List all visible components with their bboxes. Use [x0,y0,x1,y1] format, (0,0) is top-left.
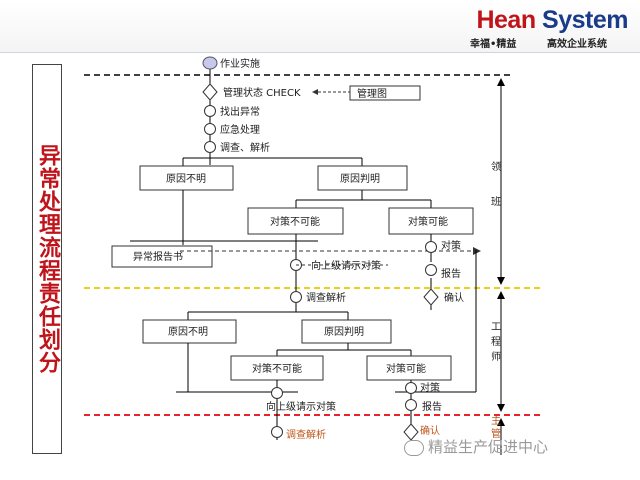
watermark-icon [404,440,424,456]
investigate-node [204,141,216,153]
investigate-node-3 [271,426,283,438]
ask-upper-node-2 [271,387,283,399]
mgmt-arrow [312,89,318,95]
header-divider [0,52,640,53]
mgmt-chart-label: 管理图 [357,87,387,100]
logo-part1: Hean [476,6,536,34]
cause-unknown-label-1: 原因不明 [166,173,206,185]
role-arrow-head [497,277,505,285]
role-label-1: 领 [491,160,501,173]
cm-possible-label-2: 对策可能 [386,362,426,375]
mgmt-chart-box [349,85,421,101]
report-arrow-head [473,247,481,255]
find-node [204,105,216,117]
role-label-4: 程 [491,336,501,348]
role-label-5: 师 [491,350,501,363]
role-arrow-head [497,404,505,412]
cause-found-box-1 [317,165,408,191]
measure-label-1: 对策 [441,239,461,252]
check-label: 管理状态 CHECK [223,86,301,99]
role-label-3: 工 [491,322,501,333]
role-label-2: 班 [491,196,501,208]
ask-upper-label-2: 向上级请示对策 [266,400,336,413]
header-bar [0,0,640,52]
confirm-diamond-2 [403,423,419,441]
role-arrow-head [497,418,505,426]
emergency-node [204,123,216,135]
cm-impossible-label-1: 对策不可能 [270,215,320,228]
measure-label-2: 对策 [420,381,440,394]
cause-found-label-2: 原因判明 [324,326,364,338]
watermark-text: 精益生产促进中心 [428,438,549,456]
page-title: 异常处理流程责任划分 [32,64,62,454]
check-diamond [202,83,218,101]
slogan-right: 高效企业系统 [547,39,607,50]
cm-possible-box-2 [366,355,452,381]
measure-node-2 [405,382,417,394]
brand-logo: Hean System [476,6,628,34]
cause-unknown-box-2 [142,319,237,344]
confirm-label-1: 确认 [444,291,464,304]
role-label-7: 管 [491,427,501,440]
start-label: 作业实施 [220,57,260,70]
cm-impossible-box-1 [247,207,344,235]
report-node-1 [425,264,437,276]
cause-unknown-label-2: 原因不明 [168,326,208,338]
cause-unknown-box-1 [139,165,234,191]
cm-possible-label-1: 对策可能 [408,215,448,228]
logo-part2: System [542,6,628,34]
report-node-2 [405,399,417,411]
investigate-label: 调查、解析 [220,141,270,154]
investigate-label-3: 调查解析 [286,428,326,441]
start-node [202,56,218,70]
investigate-node-2 [290,291,302,303]
emergency-label: 应急处理 [220,123,260,136]
ask-upper-label-1: 向上级请示对策 [311,259,381,272]
measure-node-1 [425,241,437,253]
cm-impossible-label-2: 对策不可能 [252,362,302,375]
cause-found-box-2 [301,319,392,344]
cm-possible-box-1 [388,207,474,235]
confirm-label-2: 确认 [420,424,440,437]
cause-found-label-1: 原因判明 [340,173,380,185]
role-arrow-head [497,291,505,299]
investigate-label-2: 调查解析 [306,291,346,304]
slogan-left: 幸福•精益 [470,39,517,50]
report-label-1: 报告 [441,267,461,280]
role-label-6: 主 [491,415,501,427]
confirm-diamond-1 [423,288,439,306]
role-arrow-head [497,78,505,86]
find-label: 找出异常 [220,105,260,118]
report-label-2: 报告 [422,400,442,413]
report-doc-label: 异常报告书 [133,250,183,263]
cm-impossible-box-2 [230,355,324,381]
